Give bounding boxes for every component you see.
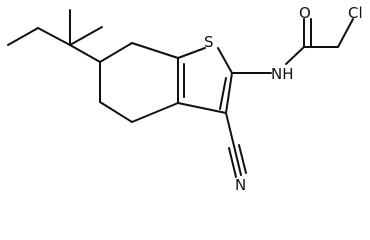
- bond-c3-c3a: [177, 102, 227, 114]
- bond-ethyl-terminal: [7, 27, 39, 46]
- bond-c2-c3-double: [219, 77, 227, 110]
- bond-nitrile-triple-1: [228, 147, 237, 178]
- bond-ch2-cl: [337, 18, 354, 48]
- bond-s-c2: [217, 47, 233, 74]
- bond-c2-c3: [225, 72, 233, 114]
- bond-nitrile-triple-2: [233, 145, 242, 176]
- bond-nh-carbonyl: [285, 46, 305, 65]
- bond-quaternary-methyl-right: [69, 26, 103, 46]
- oxygen-label: O: [299, 4, 311, 22]
- bond-nitrile-triple-3: [238, 144, 247, 174]
- bond-c7a-s: [177, 47, 206, 59]
- bond-ring-c6-c7: [99, 42, 133, 63]
- chlorine-label: Cl: [348, 4, 363, 22]
- bond-c3-nitrile-carbon: [225, 112, 235, 147]
- bond-ring-c4-c3a: [131, 102, 179, 123]
- molecule-diagram: Cl O S NH N: [7, 4, 363, 194]
- sulfur-label: S: [204, 33, 214, 51]
- bond-ring-c7-c7a: [131, 42, 179, 59]
- bond-quaternary-to-ring: [69, 44, 101, 63]
- bond-ethyl-to-quaternary: [37, 27, 71, 46]
- structure-svg: Cl O S NH N: [7, 4, 363, 194]
- nitrogen-label: N: [235, 176, 246, 194]
- bond-ring-c5-c4: [99, 101, 133, 123]
- nh-label: NH: [271, 65, 294, 83]
